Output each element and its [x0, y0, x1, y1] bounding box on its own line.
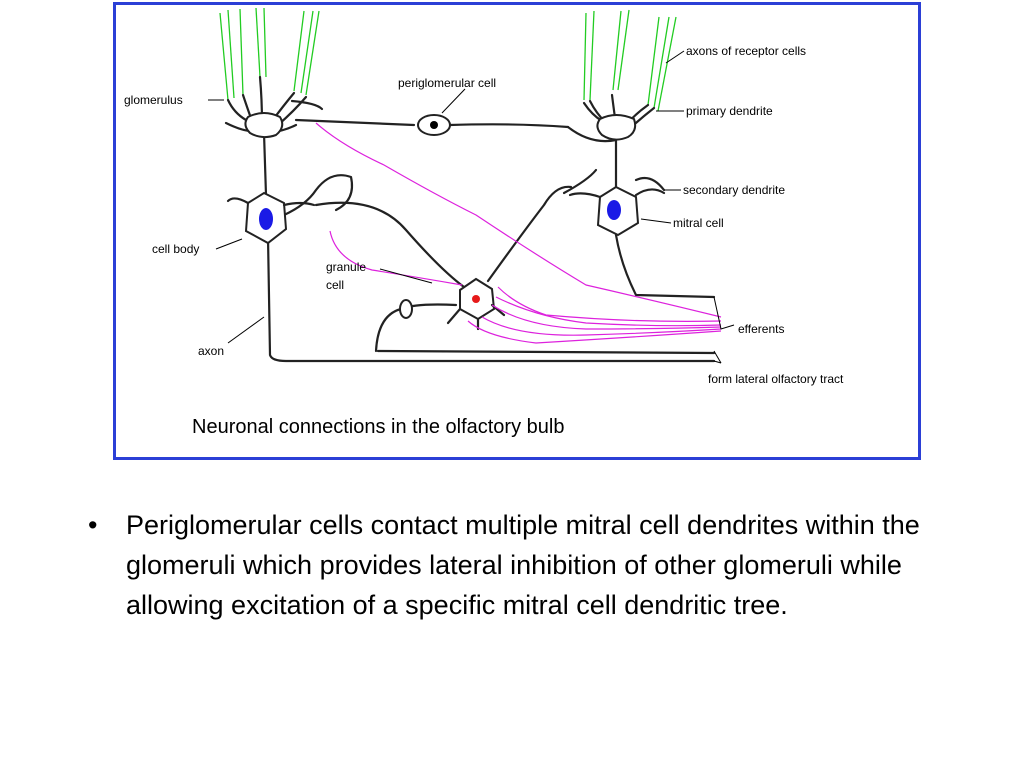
- label-periglomerular-cell: periglomerular cell: [398, 76, 496, 90]
- neuron-processes: [224, 75, 716, 363]
- right-mitral-tuft: [596, 114, 637, 141]
- figure-caption: Neuronal connections in the olfactory bu…: [192, 416, 564, 438]
- receptor-axons-left: [219, 7, 320, 101]
- label-primary-dendrite: primary dendrite: [686, 104, 773, 118]
- label-axon: axon: [198, 344, 224, 358]
- label-axons-of-receptor-cells: axons of receptor cells: [686, 44, 806, 58]
- olfactory-bulb-diagram: glomerulus periglomerular cell axons of …: [124, 7, 844, 438]
- left-mitral-cell-body: [226, 191, 316, 245]
- label-pointers: [208, 50, 735, 364]
- label-mitral-cell: mitral cell: [673, 216, 724, 230]
- label-granule-cell: cell: [326, 278, 344, 292]
- periglomerular-cell: [417, 114, 570, 136]
- left-mitral-tuft: [244, 112, 284, 139]
- efferent-fibers: [315, 122, 722, 344]
- label-cell-body: cell body: [152, 242, 199, 256]
- label-secondary-dendrite: secondary dendrite: [683, 183, 785, 197]
- figure-frame: glomerulus periglomerular cell axons of …: [113, 2, 921, 460]
- bullet-text: Periglomerular cells contact multiple mi…: [126, 510, 920, 620]
- bullet-marker: •: [88, 510, 98, 540]
- label-glomerulus: glomerulus: [124, 93, 183, 107]
- label-efferents: efferents: [738, 322, 784, 336]
- receptor-axons-right: [583, 9, 677, 112]
- right-mitral-cell-body: [568, 185, 666, 237]
- granule-cell: [399, 277, 506, 331]
- label-lateral-olfactory-tract: form lateral olfactory tract: [708, 372, 844, 386]
- label-granule: granule: [326, 260, 366, 274]
